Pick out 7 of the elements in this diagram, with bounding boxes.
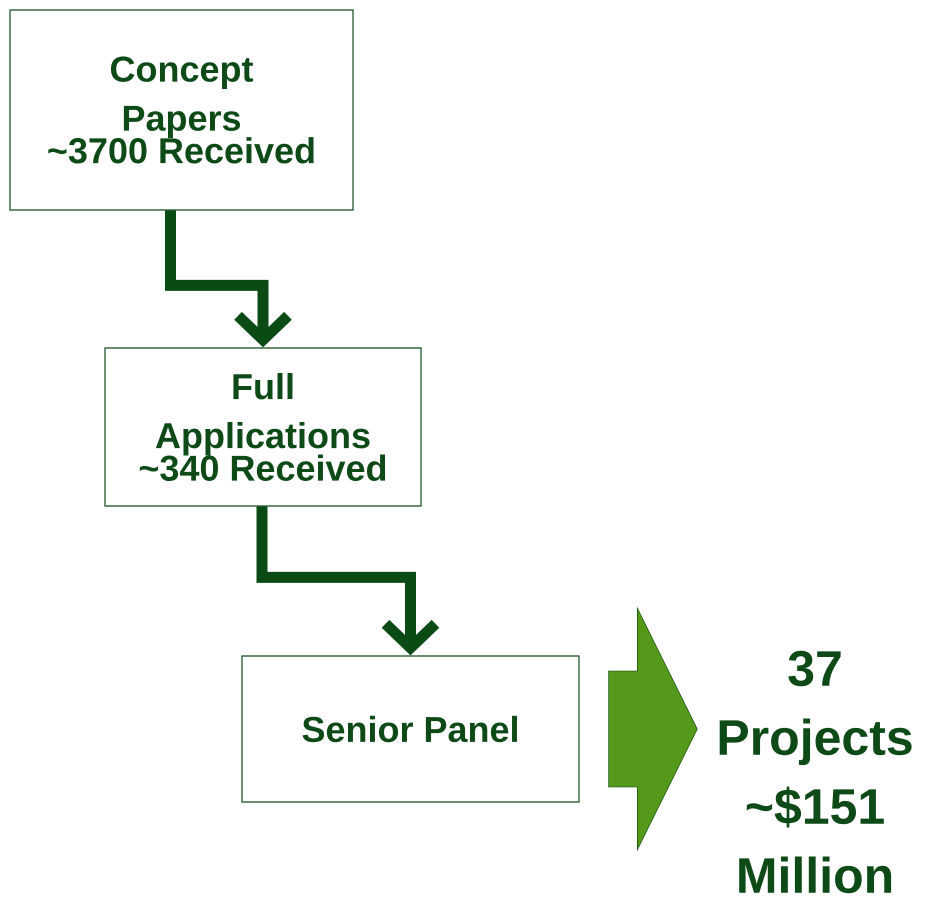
- process-box: Full Applications ~340 Received: [104, 347, 422, 507]
- arrow: [165, 210, 292, 348]
- arrow: [256, 506, 440, 656]
- process-box: Senior Panel: [241, 655, 580, 803]
- process-box: Concept Papers ~3700 Received: [9, 9, 354, 211]
- result-text: 37 Projects ~$151 Million: [720, 650, 912, 894]
- block-arrow: [608, 606, 698, 852]
